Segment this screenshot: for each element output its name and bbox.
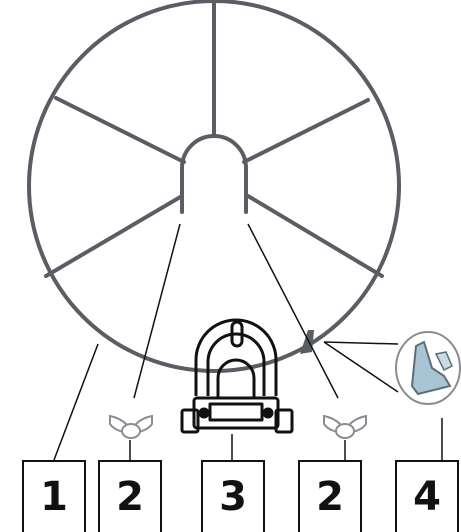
- leader-2-left: [133, 223, 181, 399]
- part-label-frame: 1: [22, 460, 86, 532]
- part-label-bracket: 3: [201, 460, 265, 532]
- frame-spoke-upper-left: [54, 96, 186, 164]
- part-label-clip: 4: [395, 460, 459, 532]
- part-label-wing-nut-right: 2: [298, 460, 362, 532]
- frame-spoke-upper-right: [242, 98, 370, 164]
- frame-spoke-lower-left: [44, 194, 184, 278]
- leader-4-a: [323, 341, 399, 345]
- clip-detail-icon: [395, 331, 461, 405]
- frame-tab: [300, 330, 314, 354]
- leader-1: [53, 343, 99, 461]
- leader-lines: [53, 223, 443, 461]
- wheel-frame: [27, 0, 401, 373]
- bracket-icon: [180, 318, 294, 434]
- wing-nut-right-icon: [323, 414, 367, 439]
- frame-spoke-lower-right: [246, 194, 384, 278]
- frame-center-arch: [180, 134, 248, 214]
- leader-4-b: [323, 341, 399, 393]
- wing-nut-left-icon: [109, 414, 153, 439]
- part-label-wing-nut-left: 2: [98, 460, 162, 532]
- leader-2-right: [247, 223, 339, 399]
